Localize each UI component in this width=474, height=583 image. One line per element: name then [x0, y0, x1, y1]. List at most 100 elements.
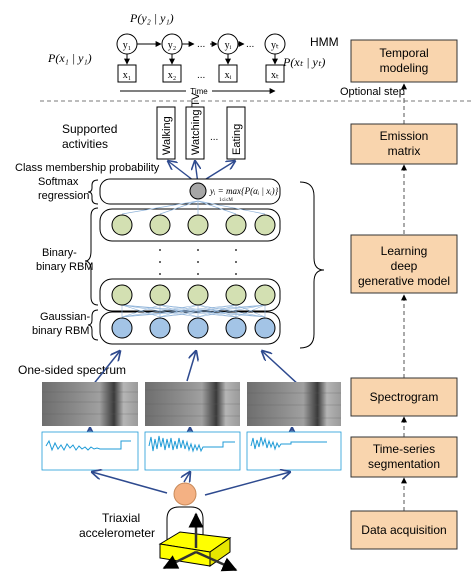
hmm-state-2-label: y₂ — [168, 40, 177, 51]
hmm-state-t-label: yₜ — [271, 40, 279, 51]
acquisition-arrow — [92, 472, 168, 494]
softmax-label-line2: regression — [38, 190, 89, 202]
hmm-state-i-label: yᵢ — [225, 40, 232, 51]
binary-rbm-label-line1: Binary- — [42, 247, 77, 259]
hmm-emission-right-label: P(xₜ | yₜ) — [282, 55, 325, 69]
hmm-observation-2-label: x₂ — [168, 70, 177, 81]
accelerometer-figure — [158, 482, 238, 572]
activities-title-line1: Supported — [62, 122, 117, 136]
rbm-visible-node — [149, 317, 171, 339]
rbm-visible-node — [111, 317, 133, 339]
hmm-observation-i — [218, 64, 238, 83]
hmm-emission-left-label: P(x₁ | y₁) — [47, 51, 92, 65]
hmm-transition-label: P(y₂ | y₁) — [129, 11, 174, 25]
network-brace — [299, 181, 325, 349]
softmax-node — [189, 182, 207, 200]
softmax-connections — [121, 200, 266, 215]
sensor-axis-y — [195, 550, 238, 572]
time-label-bg — [186, 86, 212, 96]
rbm-hidden-node — [254, 284, 276, 306]
rbm-hidden-node — [111, 284, 133, 306]
input-arrow — [262, 351, 301, 387]
rbm-visible-node — [225, 317, 247, 339]
gaussian-rbm-label-line1: Gaussian- — [40, 311, 90, 323]
pipeline-step-deep-line2: deep — [391, 259, 418, 273]
pipeline-step-segmentation-line2: segmentation — [368, 457, 440, 471]
rbm-hidden-node — [111, 214, 133, 236]
rbm-hidden-node — [149, 214, 171, 236]
spectrogram-3 — [247, 382, 341, 426]
hmm-ellipsis: ... — [197, 39, 205, 50]
rbm-hidden-node — [149, 284, 171, 306]
signal-trace-3 — [250, 436, 327, 451]
time-series-plots — [41, 431, 342, 471]
softmax-formula: yᵢ = max{P(αᵢ | xᵢ)} — [209, 186, 279, 196]
pipeline-step-emission-line1: Emission — [380, 129, 429, 143]
pipeline-step-spectrogram — [350, 377, 458, 417]
softmax-brace — [87, 179, 99, 205]
spectrum-label: One-sided spectrum — [18, 363, 126, 377]
signal-plot-3 — [246, 431, 342, 471]
pipeline-step-segmentation-line1: Time-series — [373, 442, 435, 456]
signal-trace-1 — [45, 439, 131, 452]
class-membership-label: Class membership probability — [15, 162, 160, 174]
pipeline: Temporal modeling Emission matrix Learni… — [350, 39, 458, 550]
pipeline-step-spectrogram-label: Spectrogram — [370, 390, 439, 404]
hmm-state-1-label: y₁ — [123, 40, 132, 51]
input-arrow — [91, 351, 120, 387]
input-arrow — [186, 351, 196, 382]
activity-box-eating — [226, 106, 246, 160]
sensor-to-signal-arrows — [92, 472, 290, 496]
optional-step-label: Optional step — [340, 86, 405, 98]
pipeline-step-segmentation — [350, 436, 458, 478]
gaussian-rbm-nodes — [111, 317, 276, 339]
deep-network: Softmax regression Binary- binary RBM Ga… — [32, 176, 325, 349]
binary-rbm-label-line2: binary RBM — [36, 261, 93, 273]
spectrograms — [42, 382, 341, 426]
time-label: Time — [190, 87, 208, 96]
pipeline-step-deep-model — [350, 234, 458, 294]
pipeline-step-temporal-modeling — [350, 39, 458, 83]
sensor-label-line1: Triaxial — [102, 511, 140, 525]
pipeline-step-deep-line3: generative model — [358, 274, 450, 288]
activities-ellipsis: ... — [210, 132, 218, 143]
person-head — [173, 482, 197, 506]
layer-continuation-dots — [159, 249, 237, 275]
softmax-formula-subscript: 1≤i≤M — [219, 198, 233, 203]
pipeline-step-emission-matrix — [350, 123, 458, 165]
hmm-diagram: P(y₂ | y₁) P(x₁ | y₁) P(xₜ | yₜ) HMM y₁ … — [47, 11, 339, 96]
pipeline-step-emission-line2: matrix — [388, 144, 421, 158]
signal-trace-2 — [148, 435, 235, 453]
sensor-label-line2: accelerometer — [79, 526, 155, 540]
rbm-hidden-node — [225, 284, 247, 306]
binary-rbm-brace — [84, 207, 99, 306]
activity-walking: Walking — [161, 116, 173, 155]
rbm-hidden-node — [225, 214, 247, 236]
pipeline-step-data-acquisition — [350, 510, 458, 550]
hmm-ellipsis: ... — [246, 39, 254, 50]
gaussian-rbm-brace — [87, 309, 99, 341]
pipeline-step-temporal-line2: modeling — [380, 61, 429, 75]
gaussian-rbm-label-line2: binary RBM — [32, 325, 89, 337]
pipeline-step-temporal-line1: Temporal — [379, 46, 428, 60]
supported-activities: Supported activities Walking Watching TV… — [62, 92, 246, 160]
hmm-label: HMM — [310, 35, 339, 49]
activities-title-line2: activities — [62, 137, 108, 151]
sensor-axis-x — [162, 550, 197, 570]
activity-eating: Eating — [231, 124, 243, 155]
pipeline-step-acquisition-label: Data acquisition — [361, 523, 446, 537]
acquisition-arrow — [184, 472, 190, 482]
acquisition-arrow — [204, 472, 290, 496]
rbm-visible-node — [187, 317, 209, 339]
binary-rbm-top-nodes — [111, 214, 276, 236]
activity-watching-tv: Watching TV — [190, 92, 202, 155]
rbm-visible-node — [254, 317, 276, 339]
rbm-hidden-node — [187, 284, 209, 306]
spectrogram-1 — [42, 382, 138, 426]
rbm-hidden-node — [187, 214, 209, 236]
spectrum-to-network-arrows — [91, 351, 301, 387]
signal-plot-1 — [41, 431, 139, 471]
rbm-hidden-node — [254, 214, 276, 236]
hmm-observation-1-label: x₁ — [123, 70, 132, 81]
hmm-observation-t — [265, 64, 285, 83]
